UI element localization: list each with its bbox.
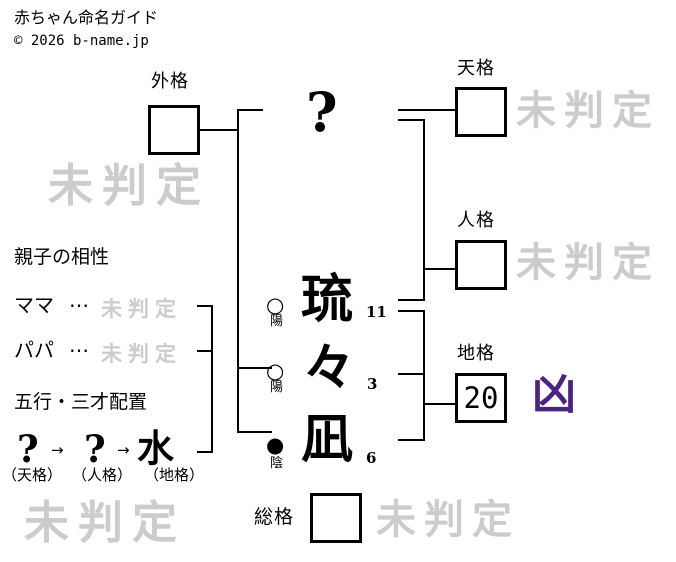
chikaku-box: 20 — [455, 373, 507, 423]
gogyou-element-label-3: （地格） — [144, 466, 205, 484]
mama-dots: … — [69, 288, 89, 312]
mama-status-watermark: 未判定 — [101, 296, 182, 321]
connector-line — [239, 367, 272, 369]
connector-line — [423, 119, 425, 301]
mama-label: ママ — [14, 293, 54, 317]
connector-line — [197, 305, 213, 307]
name-char-1: 琉 — [301, 269, 354, 330]
connector-line — [398, 119, 425, 121]
connector-line — [398, 109, 455, 111]
polarity-mark-2: ○ — [266, 359, 285, 383]
gaikaku-box — [148, 105, 200, 155]
connector-line — [237, 109, 239, 433]
polarity-label-1: 陽 — [270, 314, 284, 329]
chikaku-status-bad: 凶 — [532, 369, 576, 420]
polarity-mark-1: ○ — [266, 293, 285, 317]
gaikaku-status-watermark: 未判定 — [48, 159, 211, 212]
gogyou-element-2: ? — [84, 427, 106, 471]
connector-line — [425, 403, 455, 405]
tenkaku-label: 天格 — [457, 58, 495, 79]
connector-line — [398, 439, 423, 441]
gogyou-element-label-1: （天格） — [2, 466, 63, 484]
compatibility-title: 親子の相性 — [14, 246, 110, 268]
soukaku-box — [310, 493, 362, 543]
gaikaku-label: 外格 — [151, 71, 189, 92]
stroke-count-1: 11 — [366, 303, 387, 321]
gogyou-title: 五行・三才配置 — [14, 391, 148, 413]
connector-line — [211, 305, 213, 453]
stroke-count-2: 3 — [367, 375, 378, 393]
connector-line — [197, 350, 213, 352]
polarity-label-2: 陽 — [270, 380, 284, 395]
name-char-3: 凪 — [301, 409, 354, 470]
tenkaku-box — [455, 87, 507, 137]
connector-line — [237, 109, 263, 111]
papa-status-watermark: 未判定 — [101, 341, 182, 366]
papa-label: パパ — [14, 338, 54, 362]
connector-line — [398, 373, 423, 375]
connector-line — [423, 310, 425, 441]
name-char-2: 々 — [303, 338, 356, 399]
connector-line — [398, 299, 423, 301]
gogyou-status-watermark: 未判定 — [24, 496, 187, 549]
soukaku-label: 総格 — [254, 506, 295, 528]
copyright-text: © 2026 b-name.jp — [14, 33, 149, 49]
jinkaku-box — [455, 240, 507, 290]
polarity-mark-3: ● — [266, 433, 285, 457]
gogyou-element-label-2: （人格） — [72, 466, 133, 484]
gogyou-element-3: 水 — [137, 426, 174, 470]
chikaku-label: 地格 — [457, 343, 495, 364]
soukaku-status-watermark: 未判定 — [376, 496, 520, 543]
papa-dots: … — [69, 333, 89, 357]
connector-line — [398, 310, 425, 312]
jinkaku-status-watermark: 未判定 — [516, 239, 660, 286]
jinkaku-label: 人格 — [457, 210, 495, 231]
gogyou-arrow-icon: → — [51, 441, 64, 459]
gogyou-element-1: ? — [17, 427, 39, 471]
gogyou-arrow-icon: → — [117, 441, 130, 459]
connector-line — [425, 268, 455, 270]
tenkaku-status-watermark: 未判定 — [516, 87, 660, 134]
page-title: 赤ちゃん命名ガイド — [14, 8, 159, 27]
surname-placeholder: ? — [306, 80, 338, 144]
connector-line — [239, 431, 272, 433]
polarity-label-3: 陰 — [270, 456, 284, 471]
chikaku-value: 20 — [463, 380, 499, 415]
stroke-count-3: 6 — [366, 449, 377, 467]
connector-line — [197, 451, 213, 453]
connector-line — [198, 129, 239, 131]
